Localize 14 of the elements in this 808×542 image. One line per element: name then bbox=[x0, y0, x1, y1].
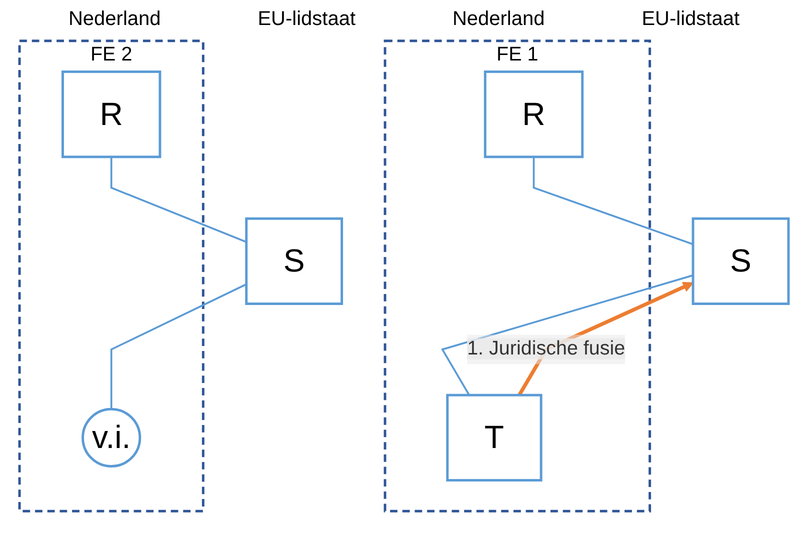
connector bbox=[110, 283, 247, 410]
edge-label: 1. Juridische fusie bbox=[467, 338, 626, 360]
node-box: S bbox=[692, 217, 790, 305]
node-circle: v.i. bbox=[82, 408, 142, 468]
connector bbox=[110, 156, 247, 243]
connector bbox=[532, 156, 694, 246]
region-label: EU-lidstaat bbox=[642, 8, 740, 31]
node-box: R bbox=[484, 70, 584, 158]
region-label: Nederland bbox=[452, 8, 545, 31]
region-label: Nederland bbox=[68, 8, 161, 31]
node-box: T bbox=[446, 394, 542, 482]
region-label: EU-lidstaat bbox=[258, 8, 356, 31]
node-box: S bbox=[245, 217, 344, 305]
node-box: R bbox=[62, 70, 162, 158]
